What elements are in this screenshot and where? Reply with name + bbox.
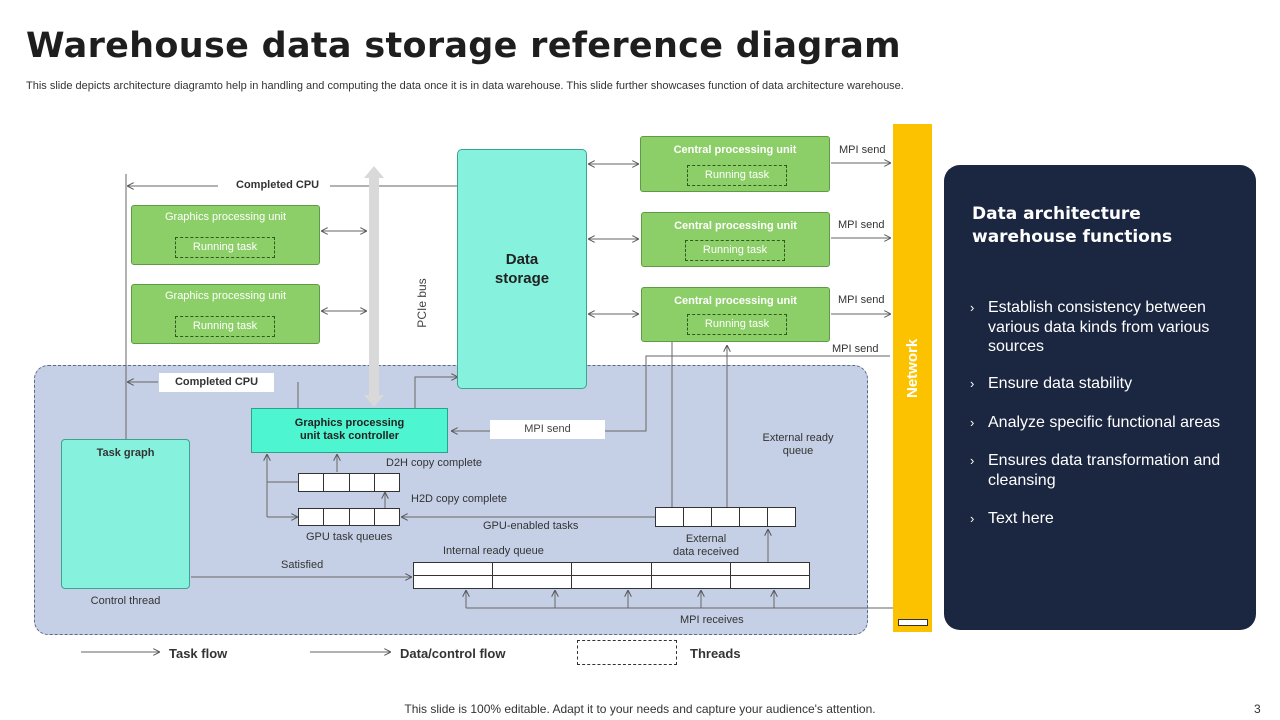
pcie-bus-label: PCIe bus (415, 278, 429, 328)
control-thread-label: Control thread (90, 595, 161, 607)
gpu-box-1: Graphics processing unit Running task (131, 205, 320, 265)
running-task-thread: Running task (685, 240, 785, 261)
network-label: Network (904, 338, 921, 398)
cpu-box-3: Central processing unit Running task (641, 287, 830, 342)
footer-note: This slide is 100% editable. Adapt it to… (404, 702, 876, 716)
chevron-right-icon: › (970, 300, 975, 315)
chevron-right-icon: › (970, 453, 975, 468)
slide-subtitle: This slide depicts architecture diagramt… (26, 80, 904, 92)
chevron-right-icon: › (970, 376, 975, 391)
external-ready-queue-label: External ready queue (762, 432, 834, 457)
task-graph-box (61, 439, 190, 589)
gpu-task-controller-box (251, 408, 448, 453)
functions-panel-title: Data architecture warehouse functions (972, 204, 1173, 247)
gpu-box-title: Graphics processing unit (164, 211, 287, 223)
mpi-send-label-1: MPI send (839, 144, 886, 156)
gpu-box-title: Graphics processing unit (164, 290, 287, 302)
chevron-right-icon: › (970, 415, 975, 430)
gpu-enabled-tasks-label: GPU-enabled tasks (483, 520, 579, 532)
network-port (898, 619, 928, 626)
function-bullet-text: Establish consistency between various da… (988, 299, 1210, 355)
running-task-thread: Running task (175, 237, 275, 258)
legend-threads: Threads (690, 646, 741, 661)
d2h-queue (298, 473, 400, 492)
completed-cpu-label: Completed CPU (236, 179, 320, 191)
network-bar (893, 124, 932, 632)
page-number: 3 (1254, 702, 1261, 716)
function-bullet-5: › Text here (970, 509, 1230, 529)
completed-cpu-box: Completed CPU (159, 373, 274, 392)
h2d-queue (298, 508, 400, 526)
function-bullet-4: › Ensures data transformation and cleans… (970, 451, 1230, 491)
task-graph-label: Task graph (96, 447, 155, 459)
legend-data-control-flow: Data/control flow (400, 646, 506, 661)
mpi-receives-label: MPI receives (680, 614, 744, 626)
external-data-received-label: External data received (672, 533, 740, 558)
cpu-box-title: Central processing unit (674, 295, 797, 307)
internal-queue-divider (413, 575, 810, 576)
mpi-send-label-2: MPI send (838, 219, 885, 231)
running-task-thread: Running task (175, 316, 275, 337)
running-task-thread: Running task (687, 165, 787, 186)
mpi-send-box: MPI send (490, 420, 605, 439)
data-storage-label: Data storage (494, 251, 550, 287)
gpu-task-queues-label: GPU task queues (306, 531, 393, 543)
legend-task-flow: Task flow (169, 646, 228, 661)
satisfied-label: Satisfied (281, 559, 324, 571)
gpu-box-2: Graphics processing unit Running task (131, 284, 320, 344)
mpi-send-label-4: MPI send (832, 343, 879, 355)
function-bullet-3: › Analyze specific functional areas (970, 413, 1230, 433)
gpu-task-controller-label: Graphics processing unit task controller (294, 417, 405, 442)
function-bullet-text: Ensure data stability (988, 375, 1133, 392)
function-bullet-2: › Ensure data stability (970, 374, 1230, 394)
mpi-send-label-3: MPI send (838, 294, 885, 306)
pcie-bus-arrow (364, 166, 384, 407)
function-bullet-text: Ensures data transformation and cleansin… (988, 452, 1221, 489)
slide-title: Warehouse data storage reference diagram (26, 26, 901, 66)
legend-threads-swatch (577, 640, 677, 665)
internal-ready-queue-label: Internal ready queue (443, 545, 544, 557)
cpu-box-title: Central processing unit (674, 220, 797, 232)
cpu-box-1: Central processing unit Running task (640, 136, 830, 192)
chevron-right-icon: › (970, 511, 975, 526)
function-bullet-1: › Establish consistency between various … (970, 298, 1230, 358)
cpu-box-title: Central processing unit (673, 144, 797, 156)
d2h-label: D2H copy complete (386, 457, 482, 469)
data-storage-box (457, 149, 587, 389)
function-bullet-text: Text here (988, 510, 1054, 527)
running-task-thread: Running task (687, 314, 787, 335)
functions-panel (944, 165, 1256, 630)
function-bullet-text: Analyze specific functional areas (988, 414, 1221, 431)
cpu-box-2: Central processing unit Running task (641, 212, 830, 267)
h2d-label: H2D copy complete (411, 493, 507, 505)
external-ready-queue (655, 507, 796, 527)
